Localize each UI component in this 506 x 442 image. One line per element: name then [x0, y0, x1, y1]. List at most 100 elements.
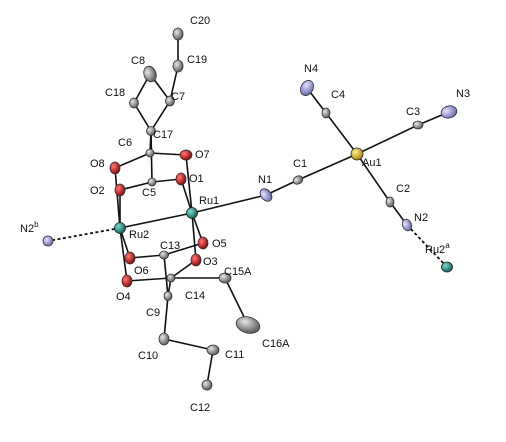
bond-o8-c6: [114, 152, 151, 169]
bond-c17-c18: [133, 102, 152, 132]
label-c7: C7: [171, 91, 185, 103]
label-o3: O3: [203, 256, 218, 268]
atom-c12: [201, 379, 213, 391]
label-c3: C3: [406, 106, 420, 118]
label-c6: C6: [118, 137, 132, 149]
atom-o1: [175, 172, 187, 186]
label-c20: C20: [190, 15, 210, 27]
atom-c4: [321, 107, 331, 119]
bond-n2-ru2a: [406, 224, 448, 268]
atoms: [42, 27, 458, 391]
atom-c20: [172, 27, 184, 41]
bond-au1-c1: [297, 153, 358, 181]
label-c9: C9: [146, 307, 160, 319]
label-n2b-main: N2: [20, 223, 34, 235]
atom-o5: [197, 236, 209, 250]
bond-o4-c14: [126, 277, 172, 282]
atom-c11: [206, 344, 220, 356]
label-o4: O4: [116, 291, 131, 303]
bond-c13-o5: [163, 242, 204, 256]
atom-c2: [385, 196, 395, 208]
label-n4: N4: [304, 63, 318, 75]
bond-c1-n1: [265, 179, 299, 196]
atom-o3: [190, 253, 202, 267]
bond-n1-ru1: [191, 194, 267, 214]
bond-ru2-o4: [119, 227, 128, 282]
atom-c19: [172, 59, 184, 73]
atom-c14: [166, 273, 176, 283]
atom-c3: [412, 120, 424, 130]
atom-labels: Au1 C1 C2 C3 C4 N1 N2 N3 N4 Ru1 Ru2 N2b …: [20, 15, 470, 414]
atom-c17: [146, 126, 156, 136]
bond-c9-c10: [163, 295, 169, 340]
atom-n2b: [42, 235, 54, 247]
label-c2: C2: [396, 183, 410, 195]
atom-au1: [350, 147, 364, 161]
atom-c13: [159, 250, 169, 260]
atom-n1: [259, 188, 273, 202]
label-c14: C14: [185, 290, 205, 302]
label-o7: O7: [195, 149, 210, 161]
label-n2: N2: [414, 212, 428, 224]
label-n2b-sup: b: [34, 220, 39, 229]
bond-c13-c9: [163, 254, 169, 297]
bond-ru2-n2b: [47, 227, 121, 242]
label-o8: O8: [90, 158, 105, 170]
label-c16a: C16A: [262, 338, 290, 350]
atom-ru2: [114, 222, 126, 234]
bond-c10-c11: [163, 338, 214, 351]
atom-c9: [163, 291, 173, 301]
atom-o2: [114, 183, 126, 197]
label-c19: C19: [187, 54, 207, 66]
atom-o8: [109, 161, 121, 175]
label-n3: N3: [456, 88, 470, 100]
atom-o7: [179, 149, 193, 161]
label-c11: C11: [225, 349, 244, 361]
atom-c16a: [235, 316, 261, 334]
label-c13: C13: [160, 240, 180, 252]
label-c5: C5: [142, 187, 156, 199]
atom-c6: [145, 148, 155, 158]
bond-c11-c12: [206, 349, 214, 386]
label-c17: C17: [153, 129, 173, 141]
label-ru2: Ru2: [129, 229, 149, 241]
atom-c1: [292, 175, 304, 185]
atom-c10: [158, 332, 170, 346]
atom-n4: [300, 80, 314, 96]
atom-c8: [143, 65, 157, 83]
label-o2: O2: [90, 185, 105, 197]
label-c8: C8: [131, 55, 145, 67]
atom-c7: [165, 95, 175, 107]
label-n2b: N2b: [20, 220, 39, 235]
bond-o6-c13: [129, 254, 165, 259]
label-o5: O5: [212, 238, 227, 250]
label-c1: C1: [293, 158, 307, 170]
label-ru2a: Ru2a: [425, 241, 450, 256]
bond-au1-c3: [356, 124, 419, 155]
atom-c18: [129, 97, 139, 109]
label-c12: C12: [190, 402, 210, 414]
atom-c5: [147, 177, 157, 187]
label-ru1: Ru1: [199, 195, 219, 207]
label-au1: Au1: [362, 157, 382, 169]
label-c4: C4: [331, 89, 345, 101]
bond-ru1-o7: [185, 154, 193, 214]
bond-ru1-o3: [191, 212, 197, 261]
label-ru2a-sup: a: [445, 241, 450, 250]
atom-ru2a: [441, 261, 453, 273]
label-c10: C10: [138, 350, 158, 362]
bond-au1-c4: [325, 112, 358, 155]
bond-o2-c5: [119, 181, 153, 191]
atom-c15a: [218, 272, 232, 284]
label-ru2a-main: Ru2: [425, 244, 445, 256]
bond-ru2-o8: [114, 167, 121, 229]
label-n1: N1: [258, 174, 272, 186]
label-o6: O6: [134, 265, 149, 277]
atom-o4: [121, 274, 133, 288]
label-c18: C18: [105, 87, 125, 99]
atom-n3: [440, 105, 458, 119]
atom-n2: [401, 218, 413, 232]
atom-ru1: [186, 207, 198, 219]
